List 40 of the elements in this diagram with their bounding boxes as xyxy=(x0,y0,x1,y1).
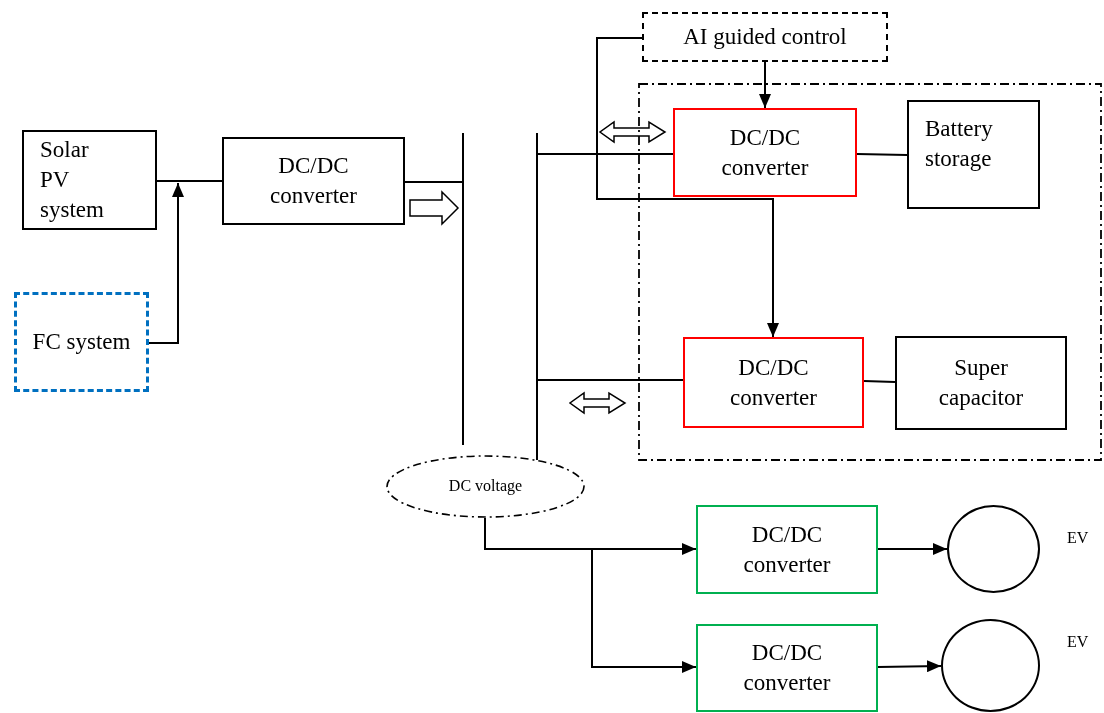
connector-line xyxy=(404,181,463,183)
process-box xyxy=(673,108,857,197)
connector-line xyxy=(856,153,908,156)
connector-line xyxy=(537,379,684,381)
node-label: DC voltage xyxy=(448,476,523,497)
process-box xyxy=(683,337,864,428)
process-box xyxy=(642,12,888,62)
node-label: AI guided control xyxy=(683,23,847,52)
process-box xyxy=(895,336,1067,430)
arrow xyxy=(148,182,184,344)
connector-line xyxy=(156,180,223,182)
arrow xyxy=(484,517,697,673)
node-caption: EV xyxy=(1067,529,1089,547)
double-arrow xyxy=(568,391,627,415)
arrow xyxy=(596,37,779,338)
process-box xyxy=(696,505,878,594)
arrow xyxy=(409,190,460,226)
node-label: Battery storage xyxy=(925,115,994,173)
process-box xyxy=(696,624,878,712)
double-arrow xyxy=(598,120,667,144)
node-label: DC/DC converter xyxy=(729,353,818,412)
arrow xyxy=(759,61,771,109)
process-box xyxy=(222,137,405,225)
node-label: DC/DC converter xyxy=(720,123,810,182)
group-frame xyxy=(638,83,1102,461)
node-label: DC/DC converter xyxy=(742,520,832,579)
node-label: DC/DC converter xyxy=(269,152,358,210)
process-box xyxy=(22,130,157,230)
process-box xyxy=(14,292,149,392)
node-label: Super capacitor xyxy=(937,354,1025,412)
node-label: DC/DC converter xyxy=(742,639,832,697)
node-label: FC system xyxy=(32,328,131,357)
process-box xyxy=(907,100,1040,209)
arrow xyxy=(877,660,942,673)
arrow xyxy=(877,543,948,555)
connector-line xyxy=(863,380,896,383)
connector-line xyxy=(537,153,674,155)
ellipse-node xyxy=(386,455,585,518)
node-label: Solar PV system xyxy=(40,136,105,224)
node-caption: EV xyxy=(1067,633,1089,651)
